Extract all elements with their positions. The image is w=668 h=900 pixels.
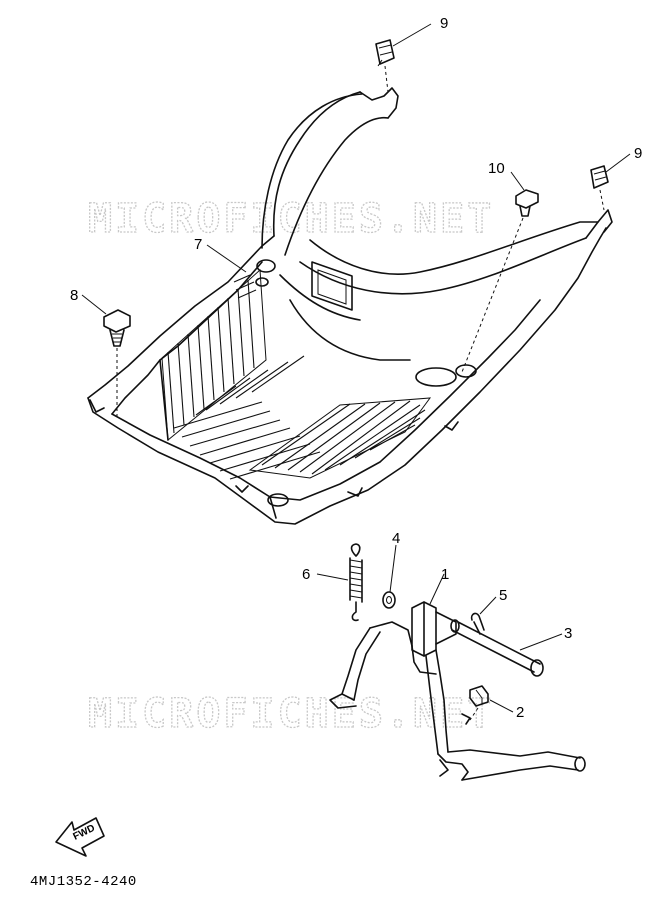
diagram-part-code: 4MJ1352-4240 xyxy=(30,874,137,890)
forward-arrow-icon: FWD xyxy=(55,817,105,857)
watermark-bottom: MICROFICHES.NET xyxy=(88,691,494,737)
shaft-part-3 xyxy=(450,619,544,677)
clip-part-9-right xyxy=(590,165,609,211)
callout-labels: 9 9 10 7 8 6 4 1 5 3 2 xyxy=(70,15,642,721)
callout-2: 2 xyxy=(516,704,524,721)
callout-8: 8 xyxy=(70,287,78,304)
bolt-part-8 xyxy=(103,309,131,420)
callout-9-top: 9 xyxy=(440,15,448,32)
callout-1: 1 xyxy=(441,566,449,583)
spring-part-6 xyxy=(349,543,363,622)
cotter-pin-part-5 xyxy=(470,612,485,635)
under-cowl-part-7 xyxy=(87,87,613,525)
washer-part-4 xyxy=(382,591,396,609)
screw-part-10 xyxy=(461,189,539,373)
callout-4: 4 xyxy=(392,530,400,547)
clip-part-9-left xyxy=(375,39,395,93)
callout-9-right: 9 xyxy=(634,145,642,162)
callout-3: 3 xyxy=(564,625,572,642)
callout-5: 5 xyxy=(499,587,507,604)
callout-7: 7 xyxy=(194,236,202,253)
fwd-label: FWD xyxy=(71,823,96,843)
stopper-part-2 xyxy=(461,685,489,725)
leader-lines xyxy=(81,23,631,713)
callout-10: 10 xyxy=(488,160,505,177)
callout-6: 6 xyxy=(302,566,310,583)
watermark-top: MICROFICHES.NET xyxy=(88,196,494,242)
main-stand-part-1 xyxy=(329,601,586,781)
